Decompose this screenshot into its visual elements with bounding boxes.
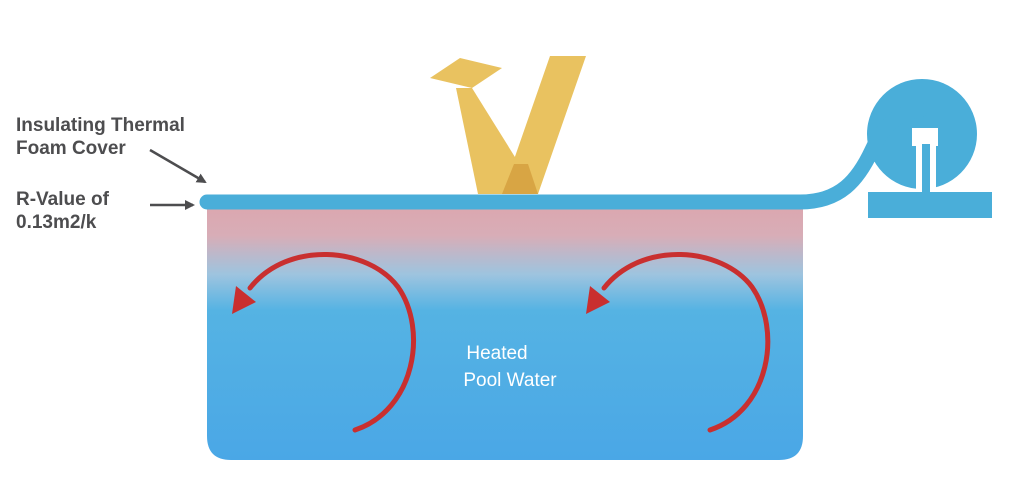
cover-reel-icon bbox=[867, 79, 992, 218]
thermal-foam-cover bbox=[199, 102, 928, 210]
heat-loss-icon bbox=[430, 56, 586, 194]
convection-arrow-right-icon bbox=[586, 252, 771, 433]
rvalue-label-line2: 0.13m2/k bbox=[16, 212, 97, 233]
heat-arrow-overlap bbox=[502, 164, 538, 194]
heat-arrow-right bbox=[502, 56, 586, 194]
water-label: Heated Pool Water bbox=[440, 340, 580, 394]
cover-label-line2: Foam Cover bbox=[16, 138, 126, 159]
cover-label-line1: Insulating Thermal bbox=[16, 115, 185, 136]
rvalue-label-line1: R-Value of bbox=[16, 189, 109, 210]
convection-arrow-left-icon bbox=[232, 252, 417, 433]
water-label-line1: Heated bbox=[466, 343, 528, 364]
cover-pointer-arrow bbox=[149, 148, 207, 184]
rvalue-callout: R-Value of 0.13m2/k bbox=[16, 188, 109, 234]
heat-arrowhead bbox=[430, 58, 502, 88]
cover-callout: Insulating Thermal Foam Cover bbox=[16, 114, 185, 160]
water-label-line2: Pool Water bbox=[463, 370, 557, 391]
pool-water bbox=[207, 202, 803, 460]
